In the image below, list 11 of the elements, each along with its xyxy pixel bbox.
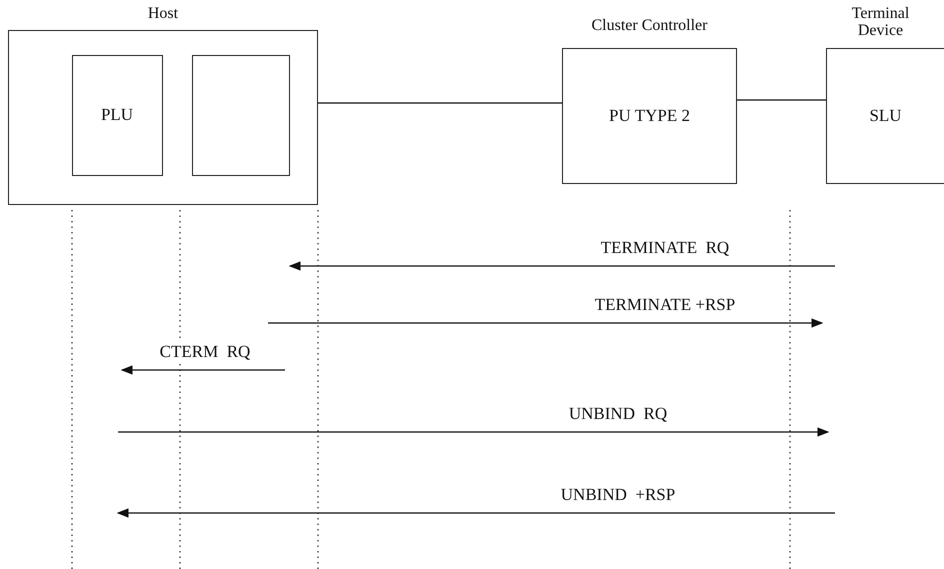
node-heading: Terminal Device: [850, 5, 910, 39]
empty-box: [192, 54, 290, 176]
node-label: PU TYPE 2: [608, 106, 691, 126]
node-heading: Host: [146, 5, 180, 22]
node-heading: Cluster Controller: [590, 17, 708, 34]
node-box: [72, 54, 162, 176]
message-label: CTERM RQ: [158, 342, 252, 361]
node-label: SLU: [868, 106, 903, 126]
connector-line: [318, 102, 562, 104]
connector-line: [737, 99, 826, 101]
node-label: PLU: [100, 105, 134, 125]
